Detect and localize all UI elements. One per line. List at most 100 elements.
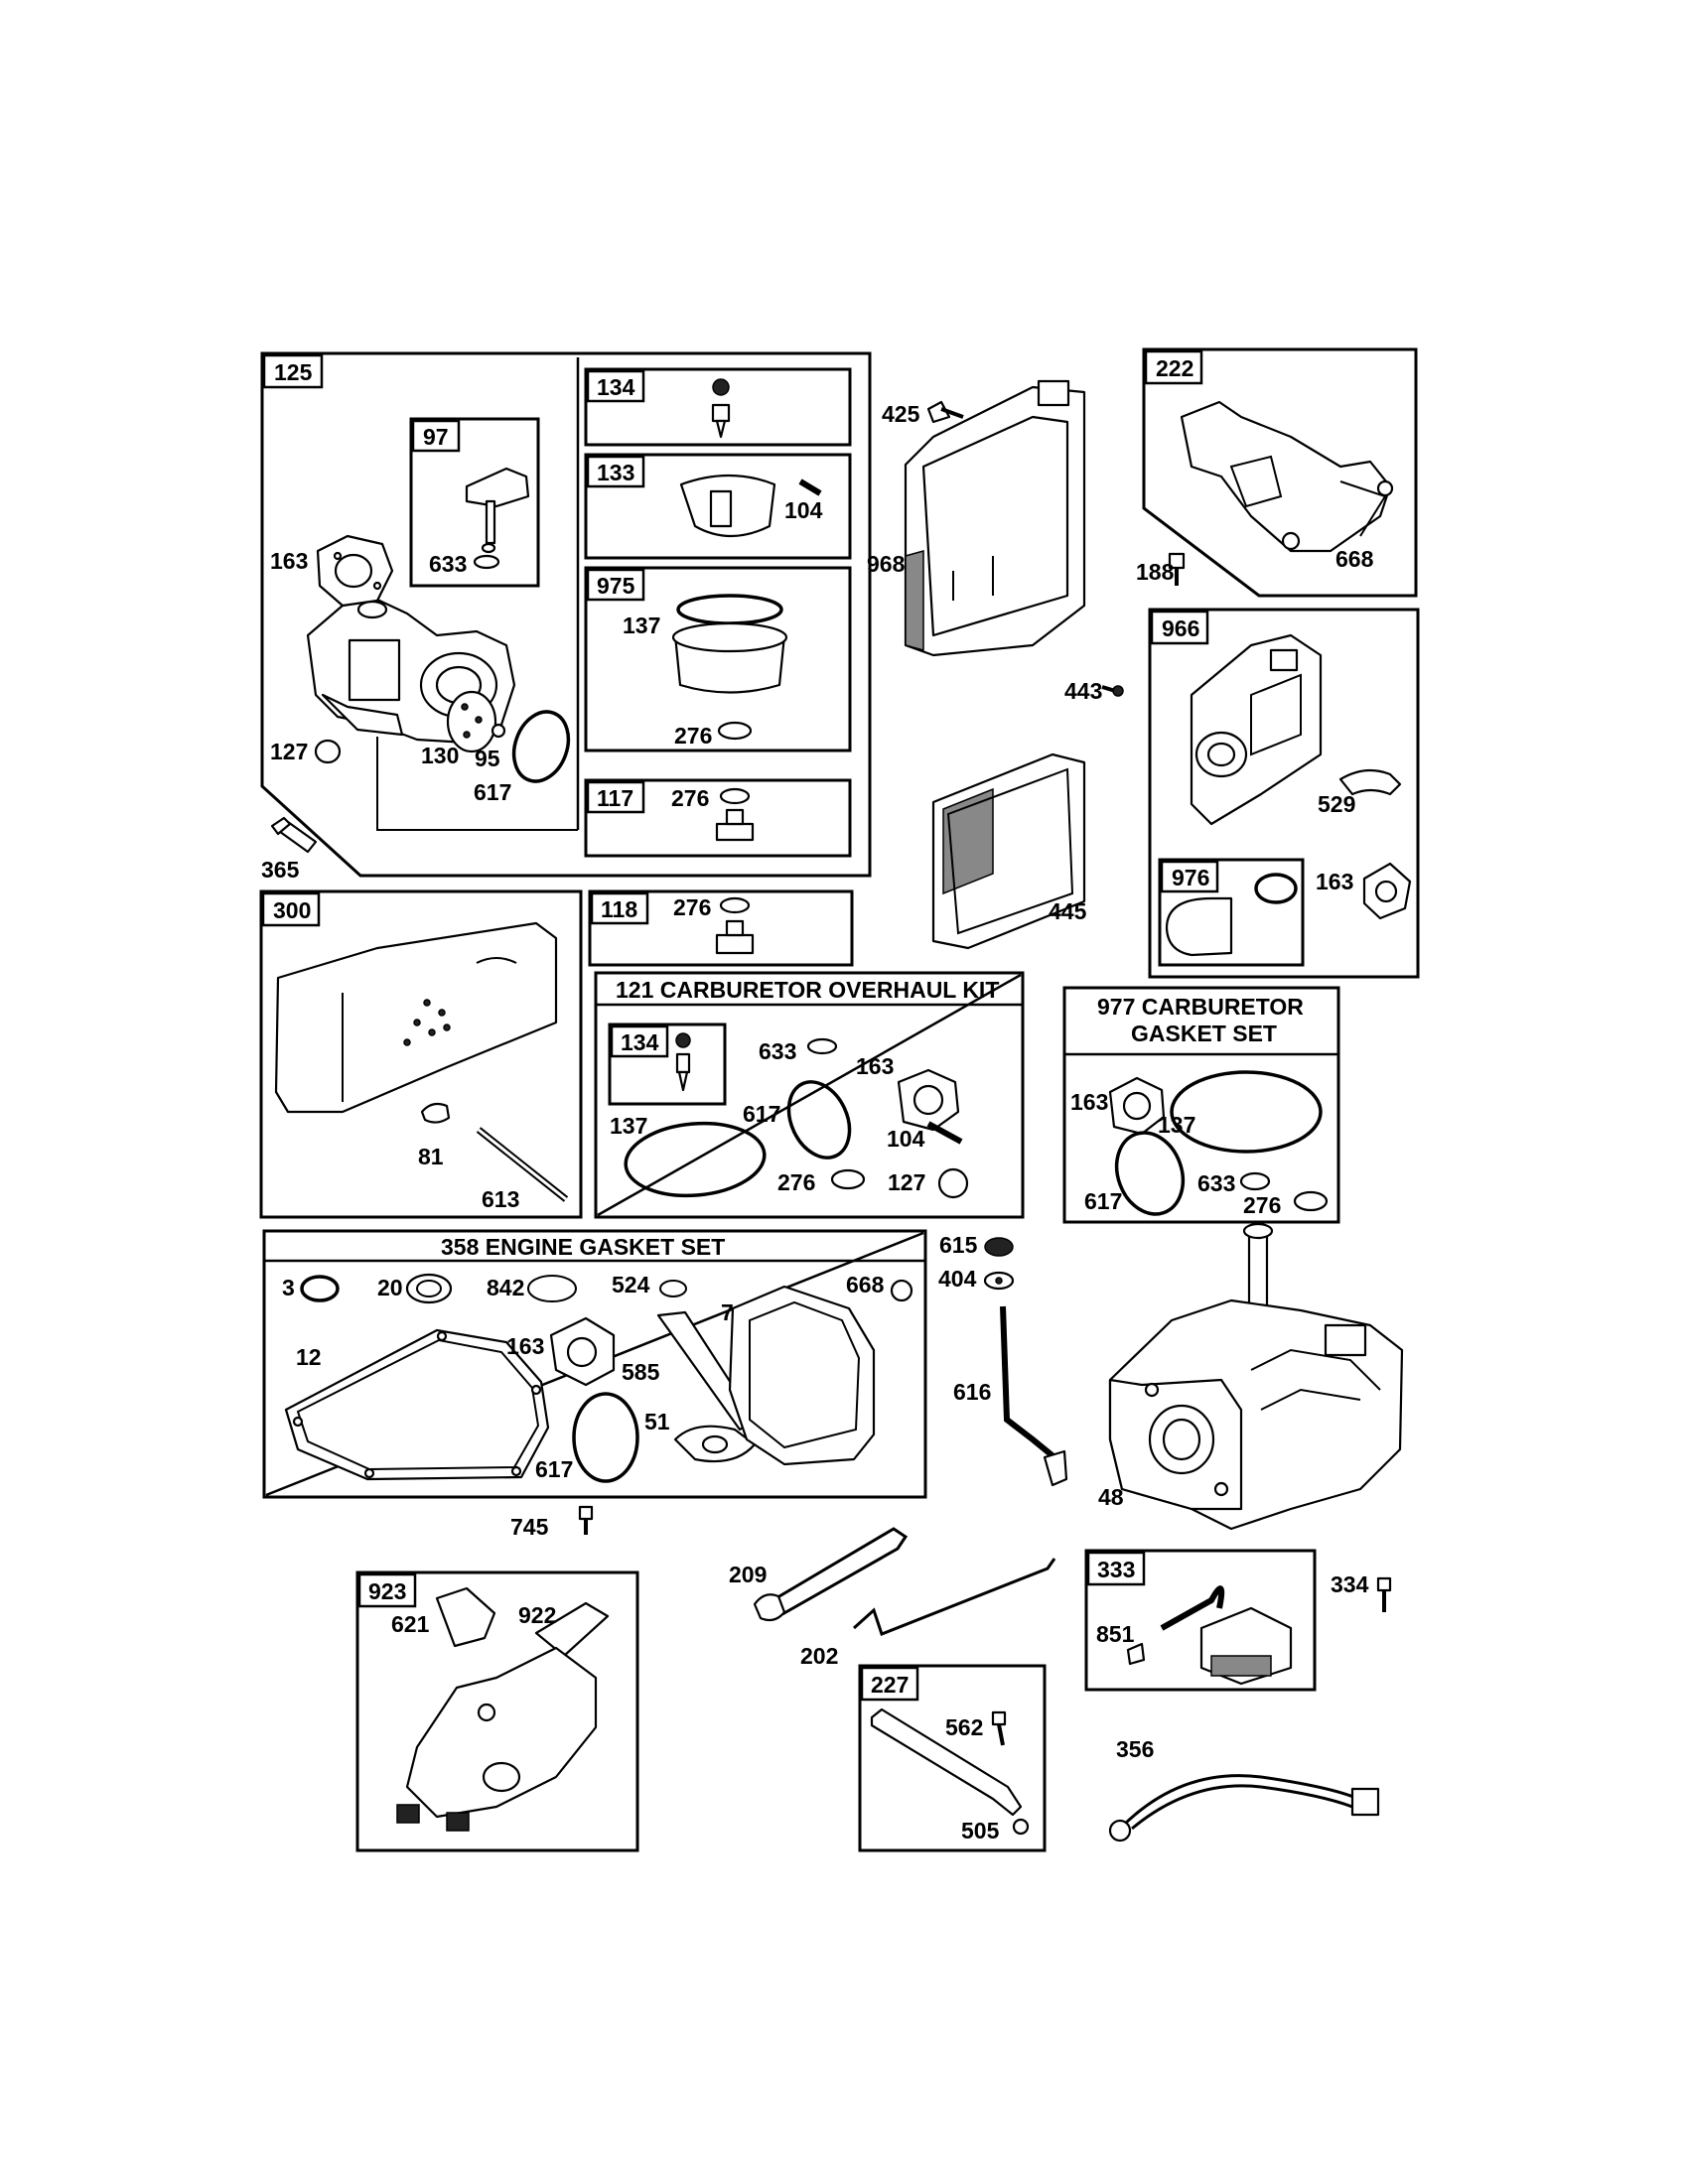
kit-358-engine-gasket: 358 ENGINE GASKET SET 3 20 842 524 7 668… — [262, 1229, 927, 1499]
group-975-bowl: 975 137 276 — [584, 566, 852, 752]
callout-617-kit: 617 — [743, 1101, 780, 1127]
group-tag-976: 976 — [1172, 865, 1209, 890]
group-tag-97: 97 — [423, 424, 449, 450]
callout-48: 48 — [1098, 1484, 1124, 1510]
air-cleaner-housing: 425 968 — [867, 379, 1086, 657]
part-745: 745 — [510, 1505, 594, 1540]
callout-633: 633 — [429, 551, 467, 577]
kit-title-977-line1: 977 CARBURETOR — [1097, 994, 1304, 1020]
callout-613: 613 — [482, 1186, 519, 1212]
carburetor-body: 163 130 95 617 127 — [270, 534, 571, 805]
callout-127-kit: 127 — [888, 1169, 925, 1195]
part-365: 365 — [261, 816, 318, 883]
kit-977-carb-gasket: 977 CARBURETOR GASKET SET 163 137 617 63… — [1062, 986, 1340, 1224]
callout-851: 851 — [1096, 1621, 1135, 1647]
callout-163-358: 163 — [506, 1333, 544, 1359]
callout-137-977: 137 — [1158, 1112, 1195, 1138]
callout-163-977: 163 — [1070, 1089, 1108, 1115]
part-48-engine-block: 48 — [1098, 1222, 1404, 1531]
parts-governor: 615 404 616 — [938, 1232, 1068, 1487]
group-966-intake: 966 529 976 163 — [1148, 608, 1420, 979]
callout-104: 104 — [784, 497, 823, 523]
callout-585: 585 — [622, 1359, 660, 1385]
callout-615: 615 — [939, 1232, 978, 1258]
callout-334: 334 — [1331, 1571, 1369, 1597]
callout-505: 505 — [961, 1818, 1000, 1843]
callout-617-358: 617 — [535, 1456, 573, 1482]
callout-163: 163 — [270, 548, 308, 574]
callout-668-358: 668 — [846, 1272, 885, 1297]
kit-title-121: 121 CARBURETOR OVERHAUL KIT — [616, 977, 999, 1003]
callout-81: 81 — [418, 1144, 444, 1169]
part-188: 188 — [1136, 552, 1186, 586]
group-tag-134-kit: 134 — [621, 1029, 659, 1055]
group-tag-134: 134 — [597, 374, 635, 400]
callout-922: 922 — [518, 1602, 556, 1628]
group-923-governor: 923 621 922 — [355, 1570, 639, 1852]
callout-12: 12 — [296, 1344, 322, 1370]
callout-633-kit: 633 — [759, 1038, 796, 1064]
callout-137-kit: 137 — [610, 1113, 647, 1139]
callout-127: 127 — [270, 739, 308, 764]
group-117-nut: 117 276 — [584, 778, 852, 858]
part-356-wire: 356 — [1108, 1736, 1380, 1843]
group-tag-300: 300 — [273, 897, 311, 923]
callout-365: 365 — [261, 857, 300, 883]
group-222-bracket: 222 668 — [1142, 347, 1418, 598]
callout-7: 7 — [721, 1299, 734, 1325]
callout-633-977: 633 — [1197, 1170, 1235, 1196]
callout-842: 842 — [487, 1275, 524, 1300]
group-97: 97 633 — [409, 417, 540, 588]
group-333-ignition: 333 851 — [1084, 1549, 1317, 1692]
callout-104-kit: 104 — [887, 1126, 925, 1152]
callout-276-118: 276 — [673, 894, 711, 920]
callout-443: 443 — [1064, 678, 1102, 704]
callout-209: 209 — [729, 1562, 767, 1587]
air-filter-445: 445 — [931, 752, 1087, 950]
group-134-needle: 134 — [584, 367, 852, 447]
callout-524: 524 — [612, 1272, 650, 1297]
group-227-lever: 227 562 505 — [858, 1664, 1047, 1852]
callout-276-117: 276 — [671, 785, 709, 811]
group-tag-333: 333 — [1097, 1557, 1135, 1582]
callout-404: 404 — [938, 1266, 977, 1292]
parts-linkage: 209 202 — [729, 1527, 1056, 1669]
group-tag-923: 923 — [368, 1578, 406, 1604]
callout-529: 529 — [1318, 791, 1355, 817]
callout-163-kit: 163 — [856, 1053, 894, 1079]
callout-276-kit: 276 — [777, 1169, 815, 1195]
callout-163-966: 163 — [1316, 869, 1353, 894]
kit-121-carb-overhaul: 121 CARBURETOR OVERHAUL KIT 134 633 163 … — [594, 971, 1025, 1219]
group-125: 125 — [260, 351, 872, 878]
group-tag-975: 975 — [597, 573, 635, 599]
callout-668: 668 — [1335, 546, 1374, 572]
group-tag-118: 118 — [601, 896, 637, 922]
callout-356: 356 — [1116, 1736, 1154, 1762]
callout-276: 276 — [674, 723, 712, 749]
callout-621: 621 — [391, 1611, 430, 1637]
group-tag-117: 117 — [597, 785, 633, 811]
callout-51: 51 — [644, 1409, 670, 1434]
group-tag-227: 227 — [871, 1672, 909, 1698]
callout-276-977: 276 — [1243, 1192, 1281, 1218]
group-300-muffler: 300 81 613 — [259, 889, 583, 1219]
callout-968: 968 — [867, 551, 906, 577]
group-tag-133: 133 — [597, 460, 634, 485]
part-443: 443 — [1064, 678, 1124, 704]
group-tag-125: 125 — [274, 359, 313, 385]
group-tag-966: 966 — [1162, 615, 1199, 641]
callout-130: 130 — [421, 743, 459, 768]
callout-445: 445 — [1049, 898, 1087, 924]
callout-137: 137 — [623, 613, 660, 638]
group-118-nut: 118 276 — [588, 889, 854, 967]
group-133-float: 133 104 — [584, 453, 852, 560]
callout-188: 188 — [1136, 559, 1175, 585]
callout-616: 616 — [953, 1379, 991, 1405]
kit-title-358: 358 ENGINE GASKET SET — [441, 1234, 725, 1260]
callout-617-977: 617 — [1084, 1188, 1122, 1214]
callout-745: 745 — [510, 1514, 549, 1540]
callout-3: 3 — [282, 1275, 295, 1300]
callout-617: 617 — [474, 779, 511, 805]
kit-title-977-line2: GASKET SET — [1131, 1021, 1277, 1046]
